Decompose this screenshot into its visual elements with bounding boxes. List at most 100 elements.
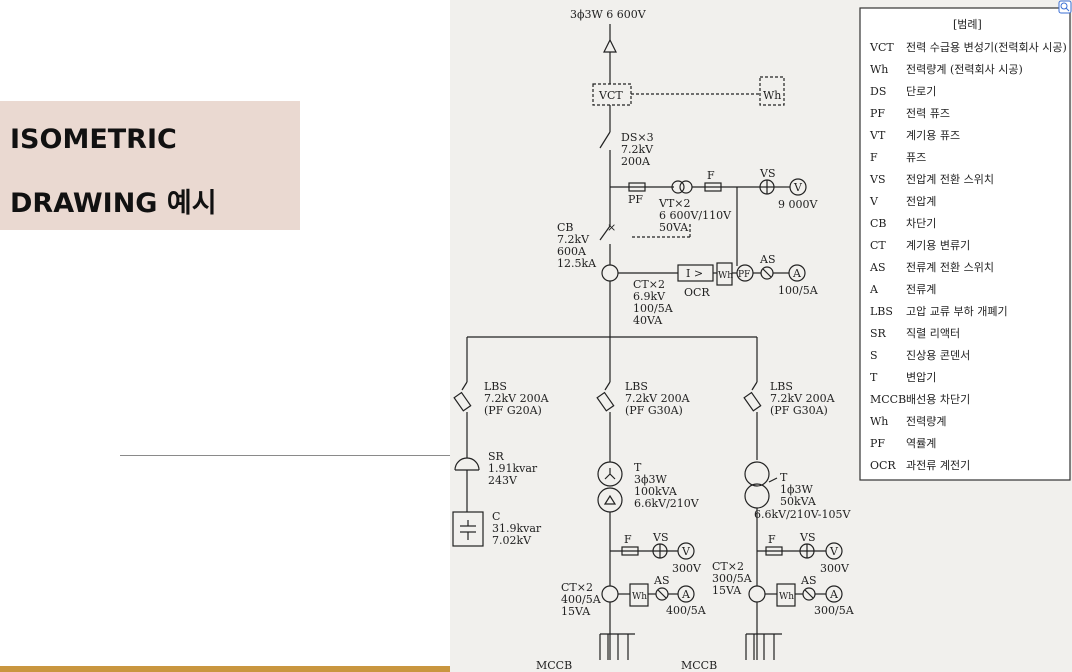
legend-code: DS [870,85,886,98]
a-b1-value: 400/5A [666,604,707,617]
ds-current: 200A [621,155,651,168]
lbs-3-label: LBS [770,380,793,393]
a-b2-label: A [829,588,839,601]
sr-rating: 1.91kvar [488,462,538,475]
legend-description: 퓨즈 [906,151,926,164]
vct-label: VCT [598,89,623,102]
legend-code: AS [869,261,885,274]
legend-code: VT [869,129,886,142]
lbs-3-fuse-icon [743,391,762,412]
ammeter-icon [788,264,806,282]
v-b1-value: 300V [672,562,702,575]
c-rating: 31.9kvar [492,522,542,535]
transformer-1-primary-icon [597,461,623,487]
legend-code: F [870,151,878,164]
legend-code: CT [870,239,886,252]
pf-fuse-icon [628,182,646,192]
vs-b2-label: VS [799,531,815,544]
wh-b1-box [629,583,649,607]
ds-rating: 7.2kV [621,143,654,156]
legend-code: PF [870,107,885,120]
t1-ratio: 6.6kV/210V [634,497,700,510]
t1-label: T [634,461,642,474]
c-voltage: 7.02kV [492,534,532,547]
slide-title-line-1: ISOMETRIC [10,124,177,155]
lbs-2-label: LBS [625,380,648,393]
source-arrow-icon [603,38,617,53]
ct-b2-ratio: 300/5A [712,572,753,585]
legend-code: PF [870,437,885,450]
f-b1-label: F [624,533,632,546]
legend-description: 차단기 [906,217,936,230]
voltmeter-icon [789,178,807,196]
ocr-label: OCR [684,286,710,299]
wire [657,589,667,599]
mccb-2-feeders [745,634,775,660]
c-label: C [492,510,500,523]
vt-coil-icon [671,180,685,194]
wh-main-box [716,262,733,286]
legend-description: 전력량계 (전력회사 시공) [906,63,1023,76]
bottom-accent-bar [0,666,450,672]
legend-code: MCCB [870,393,906,406]
legend-description: 전류계 전환 스위치 [906,261,994,274]
t2-phase: 1ϕ3W [780,483,813,496]
legend-description: 계기용 퓨즈 [906,129,960,142]
cb-blade [599,225,611,241]
vs-top-label: VS [759,167,775,180]
transformer-1-secondary-icon [597,487,623,513]
ct-main-ratio: 100/5A [633,302,674,315]
legend-code: LBS [870,305,893,318]
ct-b2-icon [748,585,766,603]
mccb-1-label: MCCB [536,659,572,672]
legend-code: A [869,283,879,296]
single-line-diagram: 3ϕ3W 6 600V VCT Wh DS×3 7.2kV 200A PF F … [452,7,1071,672]
cb-breaking: 12.5kA [557,257,597,270]
cb-voltage: 7.2kV [557,233,590,246]
expand-icon[interactable] [1058,0,1072,14]
vt-ratio: 6 600V/110V [659,209,732,222]
ocr-symbol: I > [686,267,703,280]
wh-b2-box [776,583,796,607]
legend-description: 과전류 계전기 [906,459,970,472]
legend-description: 전력량계 [906,415,946,428]
legend-code: T [870,371,878,384]
transformer-2-secondary-icon [744,483,770,509]
delta-symbol [603,494,617,505]
slide-title-line-2: DRAWING 예시 [10,188,217,219]
source-label: 3ϕ3W 6 600V [570,8,647,21]
vt-coil-icon [679,180,693,194]
a-b2-value: 300/5A [814,604,855,617]
v-b1-label: V [681,545,691,558]
ammeter-b1-icon [677,585,695,603]
legend-title: [범례] [953,18,982,31]
lbs-3-fuse: (PF G30A) [770,404,828,417]
pf-main-label: PF [738,270,750,280]
legend-description: 직렬 리액터 [906,327,960,340]
cb-x-mark: × [607,221,616,234]
legend-code: VCT [869,41,894,54]
legend-description: 진상용 콘덴서 [906,349,970,362]
lbs-1-blade [461,381,468,391]
f-top-label: F [707,169,715,182]
vct-box [592,83,632,106]
lbs-2-blade [604,381,611,391]
t1-phase: 3ϕ3W [634,473,667,486]
ct-b2-label: CT×2 [712,560,744,573]
single-line-diagram-image: 3ϕ3W 6 600V VCT Wh DS×3 7.2kV 200A PF F … [450,0,1072,672]
ds-switch-blade [599,131,611,149]
mccb-2-label: MCCB [681,659,717,672]
ct-b1-label: CT×2 [561,581,593,594]
wh-b1-label: Wh [632,592,647,602]
wh-main-label: Wh [718,271,733,281]
legend-description: 전력 수급용 변성기(전력회사 시공) [906,41,1067,54]
t1-capacity: 100kVA [634,485,678,498]
legend-code: S [870,349,878,362]
wire [768,477,778,483]
sr-reactor-icon [454,457,480,471]
ct-main-burden: 40VA [633,314,663,327]
ct-main-label: CT×2 [633,278,665,291]
legend-code: OCR [870,459,896,472]
t2-ratio: 6.6kV/210V-105V [754,508,851,521]
ct-b2-burden: 15VA [712,584,742,597]
